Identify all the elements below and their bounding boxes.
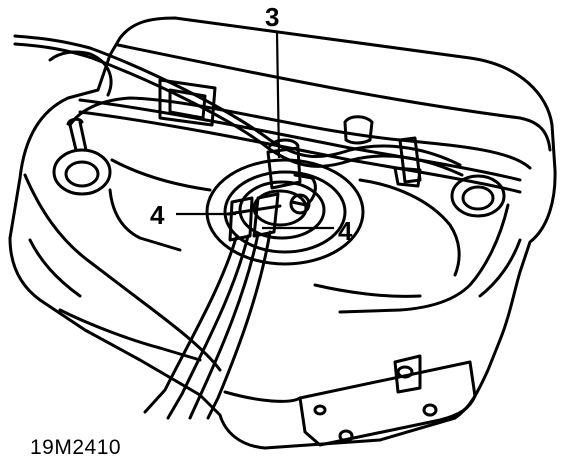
bracket-upper-left-inner xyxy=(168,88,207,120)
fuel-hose-4 xyxy=(206,230,272,420)
pump-flange xyxy=(252,189,308,227)
tank-right-wall-1 xyxy=(338,203,510,314)
bracket-upper-right xyxy=(343,115,374,145)
tank-strap-1 xyxy=(78,98,522,182)
fuel-hose-2 xyxy=(166,234,250,420)
pump-outlet-body xyxy=(266,146,302,190)
callout-4-left-label: 4 xyxy=(150,200,165,230)
pump-outlet-valve xyxy=(289,193,311,215)
pump-outlet-side xyxy=(290,173,317,207)
tank-right-wall-2 xyxy=(478,238,522,298)
quick-connector-right-collar xyxy=(252,204,282,212)
tank-right-lower xyxy=(313,283,422,298)
figure-reference-code: 19M2410 xyxy=(30,436,122,459)
callout-4-right-label: 4 xyxy=(338,216,353,246)
tank-top-ridge xyxy=(116,43,552,152)
quick-connector-left xyxy=(228,196,254,242)
pump-ring-outer xyxy=(205,158,365,266)
mount-stud-left xyxy=(66,117,88,152)
bottom-bolt-2 xyxy=(422,403,438,417)
tank-left-recess-2 xyxy=(110,158,212,192)
fuel-hose-3 xyxy=(188,232,260,420)
bottom-bolt-1 xyxy=(396,365,414,379)
mount-hole-left-outer xyxy=(52,148,112,196)
quick-connector-right xyxy=(252,192,280,238)
bottom-panel-rim xyxy=(223,390,302,403)
pump-ring-mid xyxy=(223,170,347,254)
tank-left-wall-2 xyxy=(28,238,82,298)
pump-ring-inner xyxy=(238,180,326,240)
mount-hole-right-inner xyxy=(461,185,495,211)
tank-left-recess xyxy=(108,188,182,252)
tank-lower-left-contour xyxy=(58,308,202,362)
tank-outline xyxy=(8,16,557,450)
fuel-pipe-upper-2 xyxy=(13,42,464,177)
bracket-upper-left xyxy=(158,78,217,127)
fuel-pipe-upper-1 xyxy=(13,34,462,167)
leader-line-3 xyxy=(275,31,281,159)
bottom-bolt-4 xyxy=(313,404,327,416)
fuel-pipe-upper-3 xyxy=(48,50,113,97)
strap-clip-right xyxy=(398,136,422,184)
tank-right-recess xyxy=(358,178,461,277)
mount-hole-left-inner xyxy=(64,160,100,188)
bottom-panel xyxy=(298,360,477,447)
tank-strap-2 xyxy=(78,110,522,194)
mount-hole-right-outer xyxy=(450,174,506,218)
bottom-bolt-3 xyxy=(338,429,354,443)
fuel-hose-1 xyxy=(143,236,238,414)
bottom-bracket xyxy=(393,354,422,394)
callout-3-label: 3 xyxy=(265,2,280,32)
strap-clip-right-tab xyxy=(393,166,422,188)
pump-outlet-cap xyxy=(268,138,300,148)
